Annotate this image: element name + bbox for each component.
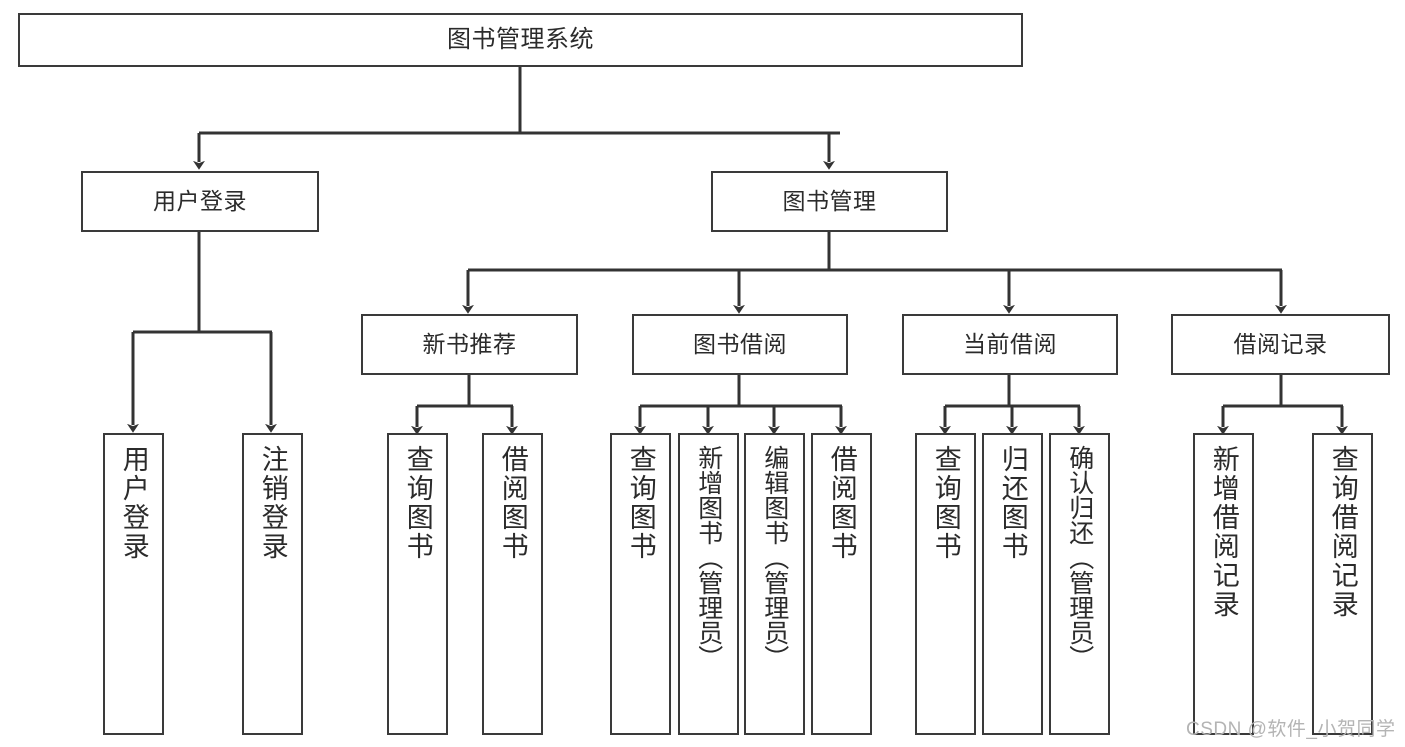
node-borrow-record-label: 借阅记录 [1233,330,1328,357]
node-book-management-label: 图书管理 [782,187,877,214]
node-leaf-add-record[interactable]: 新增借阅记录 [1193,433,1254,735]
node-leaf-add-record-label: 新增借阅记录 [1208,445,1239,619]
node-book-borrow-label: 图书借阅 [693,330,787,357]
node-leaf-edit-book-label: 编辑图书（管理员） [760,445,789,670]
node-leaf-return-book[interactable]: 归还图书 [982,433,1043,735]
node-new-book-recommend[interactable]: 新书推荐 [361,314,578,375]
node-leaf-confirm-return-label: 确认归还（管理员） [1065,445,1094,670]
node-leaf-query-book-3-label: 查询图书 [930,445,961,561]
node-leaf-query-record[interactable]: 查询借阅记录 [1312,433,1373,735]
node-current-borrow-label: 当前借阅 [963,330,1057,357]
node-leaf-add-book[interactable]: 新增图书（管理员） [678,433,739,735]
node-root-label: 图书管理系统 [447,25,594,53]
node-leaf-query-book-1-label: 查询图书 [402,445,433,561]
node-leaf-user-login-label: 用户登录 [118,445,149,561]
node-book-borrow[interactable]: 图书借阅 [632,314,848,375]
node-leaf-confirm-return[interactable]: 确认归还（管理员） [1049,433,1110,735]
node-leaf-logout[interactable]: 注销登录 [242,433,303,735]
node-leaf-borrow-book-2-label: 借阅图书 [826,445,857,561]
node-leaf-query-book-2[interactable]: 查询图书 [610,433,671,735]
node-leaf-query-book-1[interactable]: 查询图书 [387,433,448,735]
node-borrow-record[interactable]: 借阅记录 [1171,314,1390,375]
node-leaf-borrow-book-2[interactable]: 借阅图书 [811,433,872,735]
node-leaf-borrow-book-1[interactable]: 借阅图书 [482,433,543,735]
node-root[interactable]: 图书管理系统 [18,13,1023,67]
node-leaf-edit-book[interactable]: 编辑图书（管理员） [744,433,805,735]
node-leaf-user-login[interactable]: 用户登录 [103,433,164,735]
node-book-management[interactable]: 图书管理 [711,171,948,232]
node-user-login[interactable]: 用户登录 [81,171,319,232]
node-leaf-logout-label: 注销登录 [257,445,288,561]
node-leaf-query-book-2-label: 查询图书 [625,445,656,561]
node-new-book-recommend-label: 新书推荐 [422,330,517,357]
node-current-borrow[interactable]: 当前借阅 [902,314,1118,375]
node-leaf-query-book-3[interactable]: 查询图书 [915,433,976,735]
node-leaf-add-book-label: 新增图书（管理员） [694,445,723,670]
watermark-text: CSDN @软件_小贺同学 [1186,719,1396,740]
node-user-login-label: 用户登录 [153,187,247,214]
node-leaf-borrow-book-1-label: 借阅图书 [497,445,528,561]
node-leaf-return-book-label: 归还图书 [997,445,1028,561]
node-leaf-query-record-label: 查询借阅记录 [1327,445,1358,619]
